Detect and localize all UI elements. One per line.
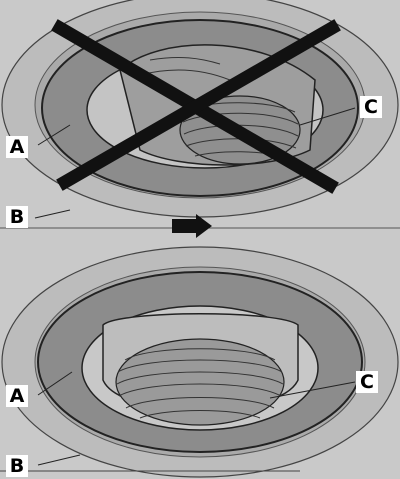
label-c-bottom: C: [356, 371, 378, 393]
bottom-thread-line: [118, 383, 282, 397]
arrow-right-icon: [172, 214, 212, 238]
top-insert-line: [149, 56, 221, 65]
top-panel: [1, 0, 399, 219]
label-b-bottom: B: [6, 455, 28, 477]
bottom-thread-line: [125, 397, 275, 409]
bottom-thread-line: [139, 410, 261, 419]
bottom-leader-a: [37, 371, 73, 396]
top-thread-line: [183, 124, 299, 137]
bottom-thread-line: [124, 348, 276, 361]
label-a-top: A: [6, 136, 28, 158]
label-a-bottom: A: [6, 385, 28, 407]
top-leader-c: [299, 107, 356, 126]
label-c-top: C: [360, 96, 382, 118]
label-b-top: B: [6, 206, 28, 228]
bottom-thread: [115, 338, 285, 426]
bottom-leader-c: [269, 381, 356, 399]
top-leader-b: [34, 209, 71, 219]
top-leader-a: [37, 124, 71, 146]
bottom-panel: [0, 246, 399, 478]
top-insert-line: [139, 69, 231, 81]
bottom-thread-line: [117, 359, 283, 373]
top-thread-line: [182, 112, 299, 125]
bottom-leader-b: [37, 454, 81, 466]
bottom-thread-line: [116, 371, 284, 385]
cross-stroke: [56, 19, 341, 191]
